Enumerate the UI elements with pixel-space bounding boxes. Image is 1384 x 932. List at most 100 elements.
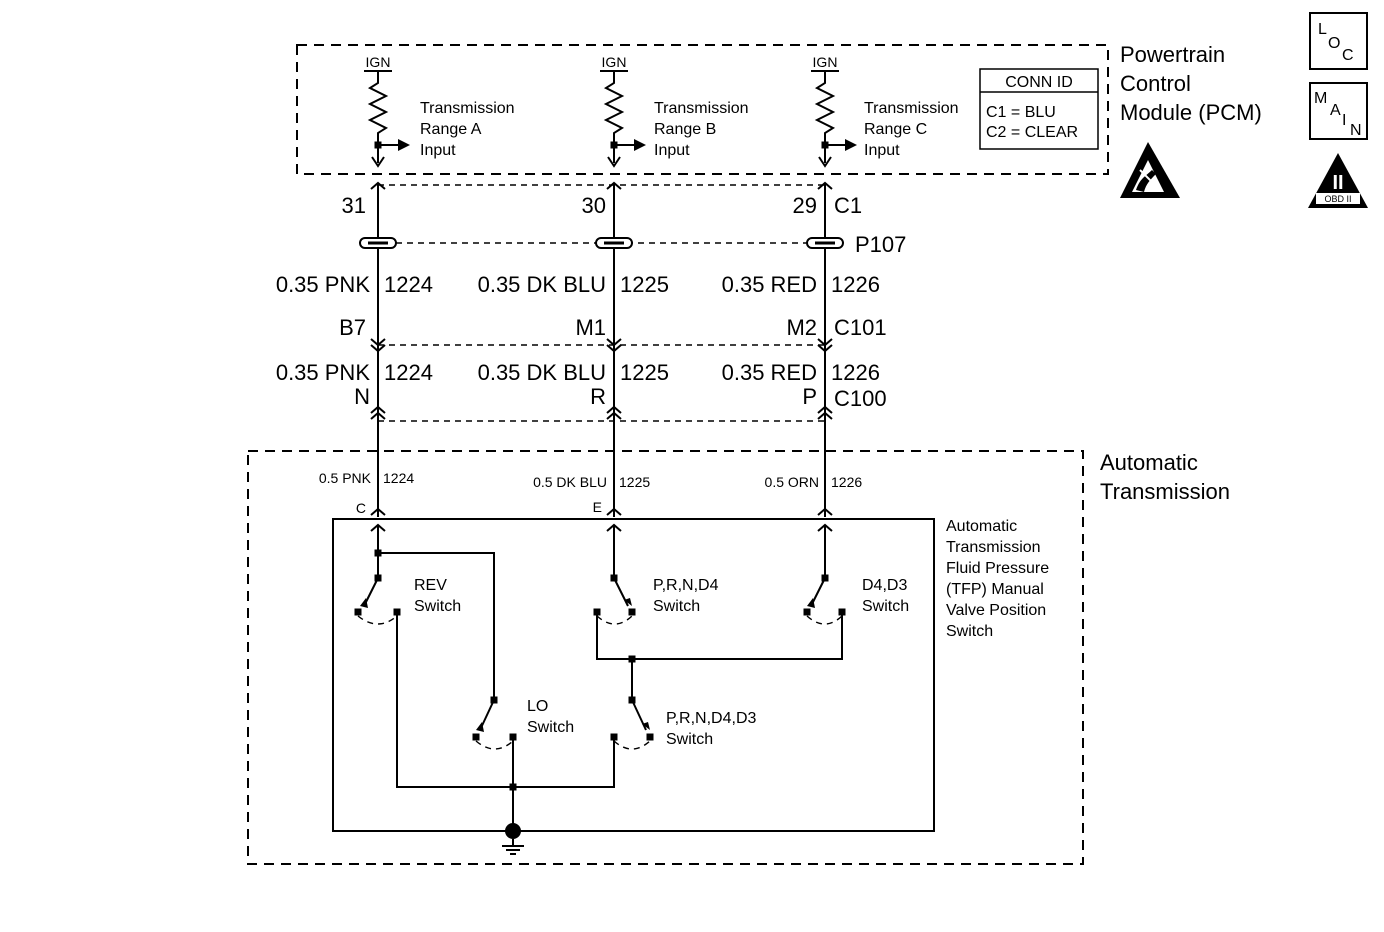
ground-icon	[502, 823, 524, 855]
main-m: M	[1314, 90, 1327, 107]
wire-color-b-lower: 0.35 DK BLU	[478, 360, 606, 385]
tfp-internal-wiring	[374, 525, 843, 826]
pcm-pin-b: 30	[582, 193, 606, 218]
pull-up-resistor-c	[814, 71, 836, 163]
lo-switch-line1: LO	[527, 698, 548, 715]
ign-label-a: IGN	[366, 54, 391, 70]
input-a-line3: Input	[420, 142, 456, 159]
circuit-num-a-lower: 1224	[384, 360, 433, 385]
input-b-line3: Input	[654, 142, 690, 159]
c100-pin-b: R	[590, 384, 606, 409]
rev-switch-line1: REV	[414, 577, 447, 594]
ign-label-c: IGN	[813, 54, 838, 70]
transmission-boundary	[247, 450, 1084, 865]
c1-label: C1	[834, 193, 862, 218]
c101-pin-c: M2	[786, 315, 817, 340]
rev-switch-line2: Switch	[414, 598, 461, 615]
wire-color-a-lower: 0.35 PNK	[276, 360, 370, 385]
ign-label-b: IGN	[602, 54, 627, 70]
c101-label: C101	[834, 315, 887, 340]
p107-pass-through-b	[595, 237, 633, 249]
pcm-input-a: IGN Transmission Range A Input	[364, 54, 515, 168]
arrow-right-icon	[845, 139, 857, 151]
trans-circuit-a: 1224	[383, 470, 414, 486]
lo-switch-line2: Switch	[527, 719, 574, 736]
arrow-right-icon	[634, 139, 646, 151]
transmission-title-line2: Transmission	[1100, 479, 1230, 504]
pcm-title-line2: Control	[1120, 71, 1191, 96]
p107-pass-through-c	[806, 237, 844, 249]
tfp-line4: (TFP) Manual	[946, 581, 1044, 598]
pcm-title-line1: Powertrain	[1120, 42, 1225, 67]
main-i: I	[1342, 112, 1346, 129]
c100-pin-a: N	[354, 384, 370, 409]
pull-up-resistor-b	[603, 71, 625, 163]
input-b-line2: Range B	[654, 121, 716, 138]
location-badge: L O C	[1309, 12, 1368, 70]
loc-o: O	[1328, 35, 1340, 52]
main-badge: M A I N	[1309, 82, 1368, 140]
wire-color-c-upper: 0.35 RED	[722, 272, 817, 297]
trans-wire-color-a: 0.5 PNK	[319, 470, 372, 486]
pcm-boundary	[296, 44, 1109, 175]
conn-id-row1: C1 = BLU	[986, 104, 1056, 121]
conn-id-row2: C2 = CLEAR	[986, 124, 1078, 141]
rev-switch: REV Switch	[354, 574, 461, 625]
pcm-title-line3: Module (PCM)	[1120, 100, 1262, 125]
d4d3-switch-line2: Switch	[862, 598, 909, 615]
wire-color-b-upper: 0.35 DK BLU	[478, 272, 606, 297]
trans-pin-a: C	[356, 500, 366, 516]
d4d3-switch-line1: D4,D3	[862, 577, 907, 594]
d4d3-switch: D4,D3 Switch	[803, 574, 909, 625]
tfp-line1: Automatic	[946, 518, 1017, 535]
c101-terminals	[370, 338, 833, 353]
wire-color-c-lower: 0.35 RED	[722, 360, 817, 385]
pcm-input-c: IGN Transmission Range C Input	[811, 54, 959, 168]
prnd4-switch-line1: P,R,N,D4	[653, 577, 719, 594]
c101-pin-b: M1	[575, 315, 606, 340]
main-a: A	[1330, 102, 1341, 119]
loc-l: L	[1318, 21, 1327, 38]
conn-id-box: CONN ID C1 = BLU C2 = CLEAR	[979, 68, 1099, 150]
transmission-title-line1: Automatic	[1100, 450, 1198, 475]
tfp-line6: Switch	[946, 623, 993, 640]
c100-pin-c: P	[802, 384, 817, 409]
trans-pin-b: E	[593, 499, 602, 515]
input-c-line2: Range C	[864, 121, 927, 138]
circuit-num-b-lower: 1225	[620, 360, 669, 385]
arrow-right-icon	[398, 139, 410, 151]
circuit-num-c-upper: 1226	[831, 272, 880, 297]
trans-wire-color-c: 0.5 ORN	[765, 474, 819, 490]
trans-circuit-c: 1226	[831, 474, 862, 490]
input-b-line1: Transmission	[654, 100, 749, 117]
c100-terminals	[370, 405, 833, 420]
pcm-pin-a: 31	[342, 193, 366, 218]
obd-ii-badge: II OBD II	[1308, 153, 1368, 208]
c101-pin-a: B7	[339, 315, 366, 340]
pcm-input-b: IGN Transmission Range B Input	[600, 54, 749, 168]
circuit-num-b-upper: 1225	[620, 272, 669, 297]
obd-label: OBD II	[1324, 194, 1351, 204]
input-a-line1: Transmission	[420, 100, 515, 117]
c100-label: C100	[834, 386, 887, 411]
prnd4-switch-line2: Switch	[653, 598, 700, 615]
main-n: N	[1350, 122, 1362, 139]
prnd4d3-switch-line2: Switch	[666, 731, 713, 748]
tfp-switch-body	[332, 518, 935, 832]
pcm-pin-c: 29	[793, 193, 817, 218]
circuit-num-c-lower: 1226	[831, 360, 880, 385]
p107-label: P107	[855, 232, 906, 257]
circuit-num-a-upper: 1224	[384, 272, 433, 297]
prnd4-switch: P,R,N,D4 Switch	[593, 574, 719, 625]
tfp-line2: Transmission	[946, 539, 1041, 556]
wire-color-a-upper: 0.35 PNK	[276, 272, 370, 297]
p107-pass-through-a	[359, 237, 397, 249]
esd-sensitive-icon	[1120, 142, 1180, 198]
c1-terminals	[370, 181, 833, 190]
pull-up-resistor-a	[367, 71, 389, 163]
input-c-line1: Transmission	[864, 100, 959, 117]
trans-wire-color-b: 0.5 DK BLU	[533, 474, 607, 490]
prnd4d3-switch: P,R,N,D4,D3 Switch	[610, 696, 757, 750]
prnd4d3-switch-line1: P,R,N,D4,D3	[666, 710, 757, 727]
